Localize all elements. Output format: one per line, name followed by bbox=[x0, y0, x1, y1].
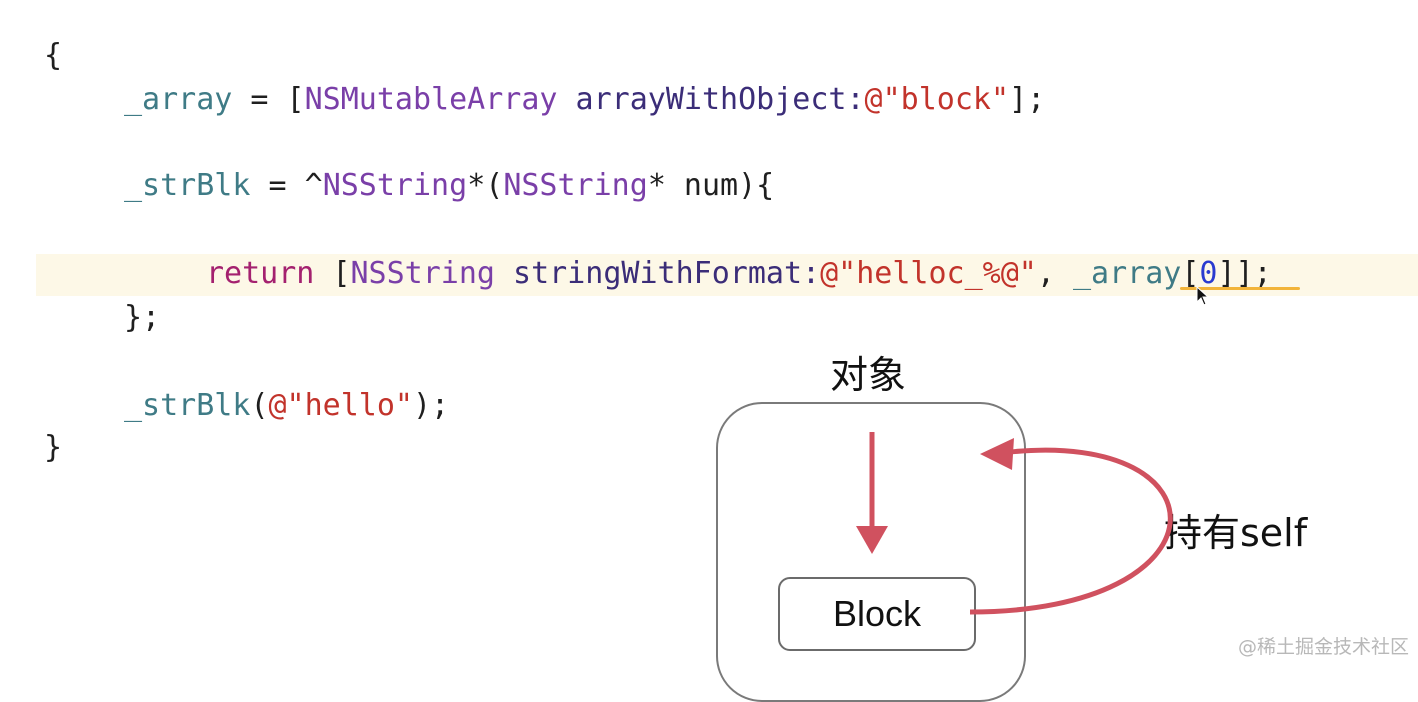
code-line-block-decl: _strBlk = ^NSString*(NSString* num){ bbox=[124, 168, 775, 203]
warning-underline bbox=[1180, 287, 1300, 290]
hold-self-label: 持有self bbox=[1164, 511, 1308, 555]
block-box: Block bbox=[778, 577, 976, 651]
object-box bbox=[716, 402, 1026, 702]
code-editor: { _array = [NSMutableArray arrayWithObje… bbox=[36, 38, 1418, 465]
watermark: @稀土掘金技术社区 bbox=[1238, 636, 1410, 658]
code-line-close-brace: } bbox=[44, 430, 63, 465]
code-line-open-brace: { bbox=[44, 38, 63, 73]
code-line-return: return [NSString stringWithFormat:@"hell… bbox=[206, 256, 1272, 291]
mouse-cursor-icon bbox=[1196, 286, 1210, 306]
code-line-block-close: }; bbox=[124, 300, 161, 335]
object-label: 对象 bbox=[830, 353, 907, 397]
code-line-array-init: _array = [NSMutableArray arrayWithObject… bbox=[124, 82, 1046, 117]
code-line-block-call: _strBlk(@"hello"); bbox=[124, 388, 450, 423]
block-label: Block bbox=[832, 593, 922, 634]
